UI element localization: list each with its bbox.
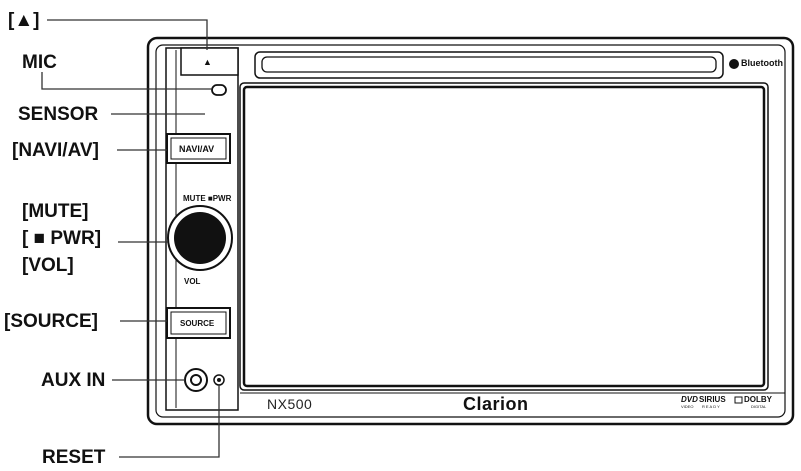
touch-screen-frame — [239, 82, 769, 391]
model-label: NX500 — [267, 396, 313, 412]
disc-slot-frame — [254, 51, 724, 79]
pwr-callout: [ ■ PWR] — [22, 228, 102, 249]
volume-knob[interactable] — [174, 212, 226, 264]
sensor-callout: SENSOR — [18, 104, 99, 125]
eject-symbol: ▲ — [203, 57, 212, 67]
leader-eject — [47, 19, 208, 50]
mute-pwr-label: MUTE ■PWR — [183, 194, 232, 203]
touch-screen[interactable] — [242, 85, 766, 388]
source-button-inner — [170, 311, 227, 335]
brand-logo: Clarion — [463, 394, 529, 414]
dolby-sub-label: DIGITAL — [751, 404, 767, 409]
leader-reset — [119, 385, 220, 458]
aux-in-jack-inner[interactable] — [190, 374, 202, 386]
inner-bezel — [155, 44, 786, 418]
dolby-logo: DOLBY — [744, 395, 772, 404]
sirius-logo: SIRIUS — [699, 395, 726, 404]
vol-label: VOL — [184, 277, 201, 286]
reset-callout: RESET — [42, 447, 106, 468]
bluetooth-badge: Bluetooth — [741, 58, 783, 68]
mute-callout: [MUTE] — [22, 201, 89, 222]
mic-hole — [211, 84, 227, 96]
navi-av-callout: [NAVI/AV] — [12, 140, 99, 161]
source-callout: [SOURCE] — [4, 311, 98, 332]
source-button[interactable] — [166, 307, 231, 339]
source-button-label: SOURCE — [180, 319, 215, 328]
sirius-sub-label: READY — [702, 404, 721, 409]
navi-av-button[interactable] — [166, 133, 231, 164]
navi-av-button-inner — [170, 137, 227, 160]
bluetooth-icon — [729, 59, 739, 69]
navi-av-button-label: NAVI/AV — [179, 144, 215, 154]
leader-lines — [41, 19, 220, 458]
vol-callout: [VOL] — [22, 255, 74, 276]
leader-mic — [41, 72, 212, 90]
aux-in-callout: AUX IN — [41, 370, 106, 391]
knob-callout-group: [MUTE] [ ■ PWR] [VOL] — [22, 198, 101, 279]
mic-callout: MIC — [22, 52, 57, 73]
disc-slot — [261, 56, 717, 73]
dolby-logo-box — [734, 396, 743, 404]
eject-callout: [▲] — [8, 10, 40, 31]
reset-hole-inner[interactable] — [217, 378, 221, 382]
eject-button[interactable] — [180, 47, 239, 76]
dvd-sub-label: VIDEO — [681, 404, 694, 409]
dvd-logo: DVD — [681, 395, 698, 404]
